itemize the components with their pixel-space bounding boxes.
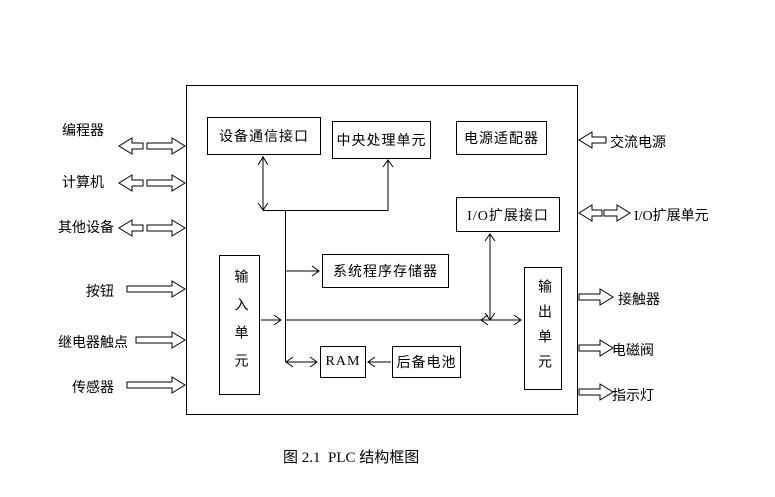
- arrow-other-devices-right: [146, 219, 186, 237]
- arrow-io-expansion-left: [578, 204, 603, 222]
- arrow-sensor: [126, 376, 186, 394]
- box-cpu: 中央处理单元: [332, 121, 431, 159]
- label-computer: 计算机: [62, 176, 104, 191]
- arrow-other-devices-left: [118, 219, 144, 237]
- box-io-expansion-interface: I/O扩展接口: [456, 197, 560, 232]
- label-push-button: 按钮: [86, 285, 114, 300]
- label-io-expansion-unit: I/O扩展单元: [634, 209, 709, 224]
- box-input-unit: 输入单元: [219, 255, 260, 395]
- connector-arrowheads: [257, 156, 522, 368]
- box-output-unit-label: 输出单元: [536, 278, 551, 379]
- label-other-devices: 其他设备: [58, 221, 114, 236]
- arrow-ac-power: [578, 131, 607, 149]
- arrow-programmer-left: [118, 137, 144, 155]
- arrow-indicator-light: [578, 383, 614, 401]
- arrow-programmer-right: [146, 137, 186, 155]
- arrow-computer-right: [146, 174, 186, 192]
- label-indicator-light: 指示灯: [612, 389, 654, 404]
- box-input-unit-label: 输入单元: [232, 269, 248, 381]
- arrow-io-expansion-right: [603, 204, 631, 222]
- box-power-adapter: 电源适配器: [456, 121, 547, 155]
- figure-caption: 图 2.1 PLC 结构框图: [283, 450, 420, 466]
- arrow-relay-contact: [135, 331, 186, 349]
- label-programmer: 编程器: [62, 124, 104, 139]
- label-solenoid-valve: 电磁阀: [612, 344, 654, 359]
- box-output-unit: 输出单元: [524, 267, 562, 390]
- block-arrows: [118, 131, 631, 401]
- label-contactor: 接触器: [618, 293, 660, 308]
- arrow-solenoid-valve: [578, 339, 614, 357]
- box-device-comm-interface: 设备通信接口: [207, 117, 321, 155]
- box-backup-battery: 后备电池: [392, 346, 461, 378]
- arrow-push-button: [126, 280, 186, 298]
- box-system-program-memory: 系统程序存储器: [322, 254, 449, 288]
- plc-boundary-rect: [186, 85, 578, 415]
- box-ram: RAM: [320, 346, 366, 378]
- label-sensor: 传感器: [72, 381, 114, 396]
- label-ac-power: 交流电源: [610, 136, 666, 151]
- arrow-contactor: [578, 288, 614, 306]
- internal-connector-lines: [261, 156, 521, 363]
- arrow-computer-left: [118, 174, 144, 192]
- label-relay-contact: 继电器触点: [58, 336, 128, 351]
